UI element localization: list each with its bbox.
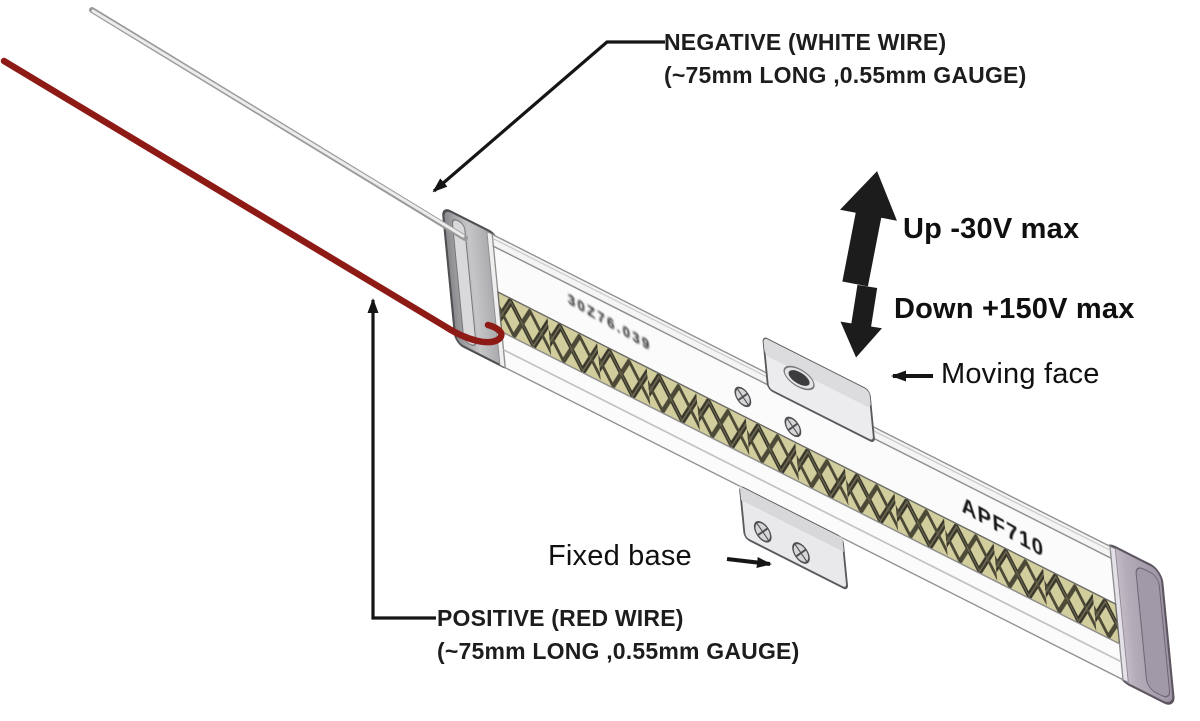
up-arrow-icon (840, 171, 897, 287)
moving-block-screw-icon (784, 416, 802, 438)
fixed-block-screw-icon (792, 542, 810, 564)
moving-block-screw-icon (734, 386, 752, 408)
fixed-base-label: Fixed base (548, 540, 692, 572)
flexure-strip (497, 290, 1121, 646)
fixed-base-block (739, 486, 848, 590)
negative-wire-label-line2: (~75mm LONG ,0.55mm GAUGE) (664, 62, 1027, 88)
fixed-block-screw-icon (753, 520, 772, 543)
white-wire (89, 7, 468, 241)
positive-wire-label-line1: POSITIVE (RED WIRE) (437, 605, 684, 631)
actuator-device: 30Z76.039 APF710 (442, 209, 1175, 705)
down-voltage-label: Down +150V max (894, 293, 1135, 325)
bottom-rail-groove (503, 348, 1122, 663)
moving-face-label: Moving face (941, 358, 1100, 390)
negative-wire-label-line1: NEGATIVE (WHITE WIRE) (664, 29, 947, 55)
positive-leader-line (367, 298, 436, 620)
positive-wire-label: POSITIVE (RED WIRE) (~75mm LONG ,0.55mm … (437, 602, 799, 668)
moving-face-block (734, 337, 875, 442)
negative-leader-line (432, 40, 665, 193)
red-wire (0, 57, 505, 346)
negative-wire-label: NEGATIVE (WHITE WIRE) (~75mm LONG ,0.55m… (664, 26, 1026, 92)
fixed-base-arrow-icon (726, 557, 772, 568)
down-arrow-icon (840, 284, 882, 358)
up-voltage-label: Up -30V max (903, 213, 1080, 245)
mounting-hole (788, 370, 810, 386)
positive-wire-label-line2: (~75mm LONG ,0.55mm GAUGE) (437, 638, 800, 664)
